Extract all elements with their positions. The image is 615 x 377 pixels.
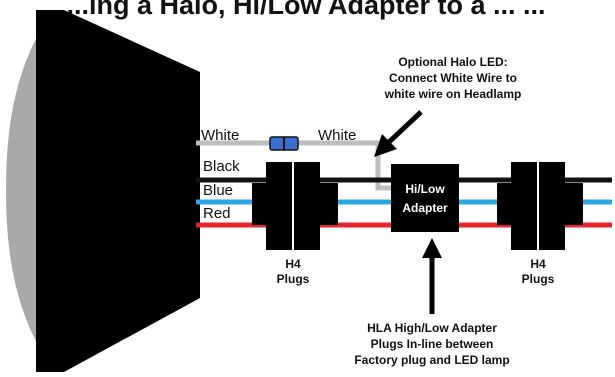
inline-connector-icon [269,136,299,151]
h4-plugs-right-line2: Plugs [522,272,555,286]
diagram-title: ...ing a Halo, Hi/Low Adapter to a ... .… [66,0,545,20]
h4-plugs-left-line1: H4 [285,257,301,271]
headlamp-rim [36,10,64,372]
halo-note-line2: Connect White Wire to [389,71,517,85]
hla-note-line2: Plugs In-line between [371,337,494,351]
arrow-icon [374,110,423,157]
white-wire-label-right: White [318,127,356,144]
blue-wire-label: Blue [203,182,233,199]
adapter-label-line2: Adapter [402,201,448,215]
h4-plugs-left-line2: Plugs [277,272,310,286]
h4-plugs-right-line1: H4 [530,257,546,271]
hi-low-adapter-box [391,164,459,232]
hla-note-line1: HLA High/Low Adapter [367,321,497,335]
black-wire-label: Black [203,158,240,175]
halo-note-line3: white wire on Headlamp [384,87,522,101]
adapter-label-line1: Hi/Low [405,182,445,196]
hla-note-line3: Factory plug and LED lamp [354,353,509,367]
h4-plug-right [497,162,583,250]
headlamp-housing [36,10,200,372]
arrow-icon [422,238,442,314]
white-wire-label-left: White [201,127,239,144]
h4-plug-left [252,162,338,250]
halo-note-line1: Optional Halo LED: [398,55,507,69]
red-wire-label: Red [203,205,231,222]
